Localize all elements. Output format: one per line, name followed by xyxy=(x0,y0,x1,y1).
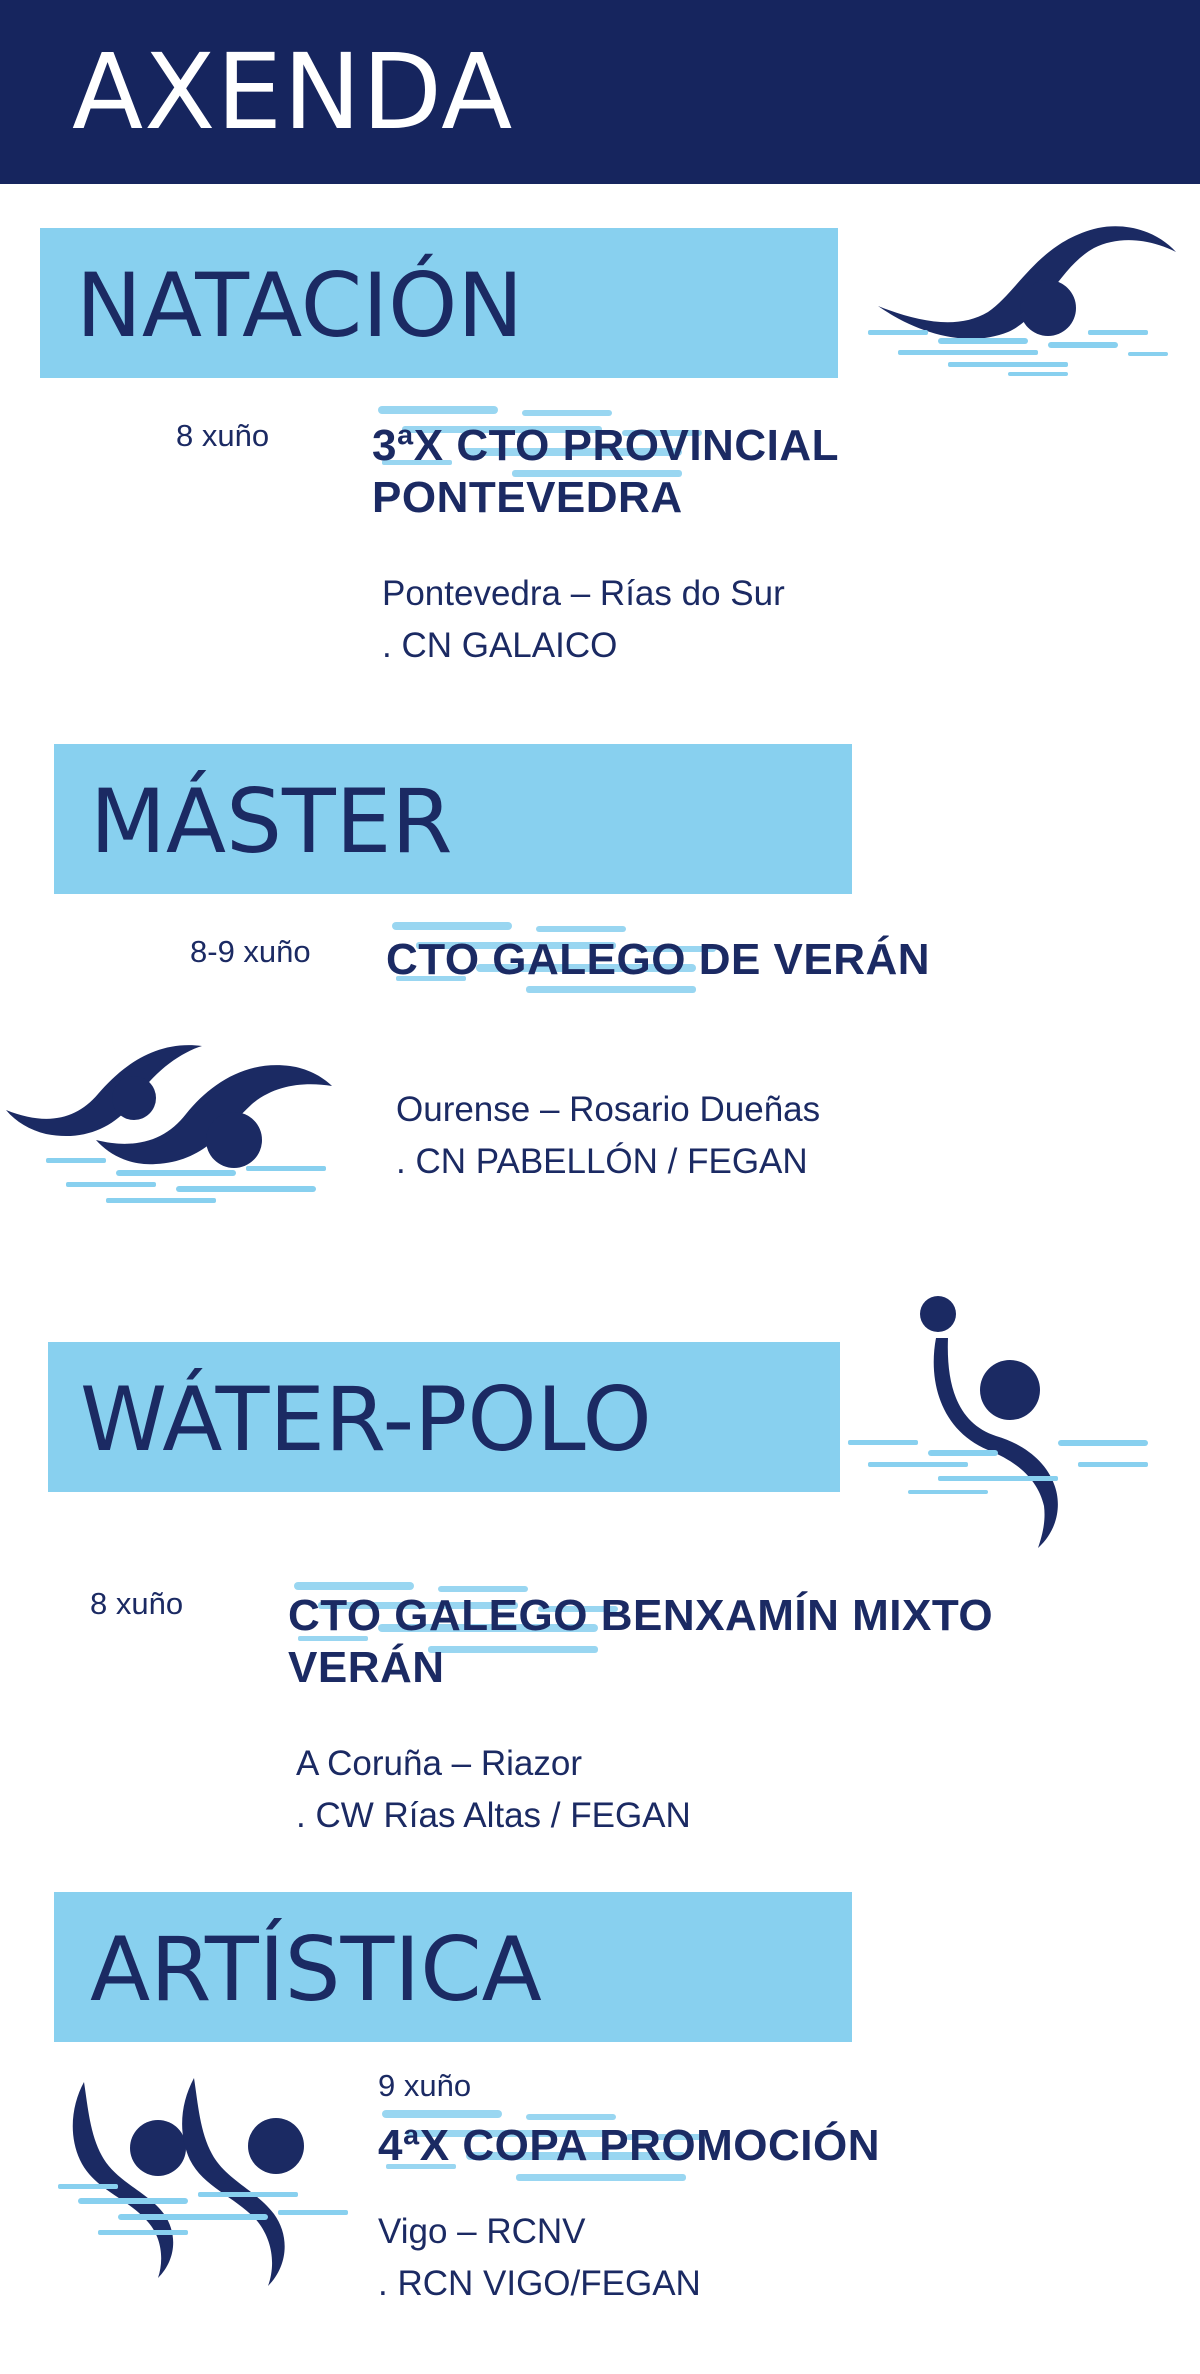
event-venue: Pontevedra – Rías do Sur . CN GALAICO xyxy=(382,568,785,672)
event-title: CTO GALEGO BENXAMÍN MIXTO VERÁN xyxy=(288,1590,993,1694)
event-venue: Ourense – Rosario Dueñas . CN PABELLÓN /… xyxy=(396,1084,820,1188)
event-title: 4ªX COPA PROMOCIÓN xyxy=(378,2120,880,2172)
section-band-artistica: ARTÍSTICA xyxy=(54,1892,852,2042)
event-venue-line: Pontevedra – Rías do Sur xyxy=(382,574,785,613)
section-band-master: MÁSTER xyxy=(54,744,852,894)
water-polo-player-icon xyxy=(848,1296,1148,1548)
section-title-water-polo: WÁTER-POLO xyxy=(80,1368,652,1471)
title-splash-decoration xyxy=(382,2110,706,2181)
section-title-artistica: ARTÍSTICA xyxy=(90,1918,542,2021)
two-swimmers-icon xyxy=(6,1045,332,1203)
event-venue-line: . CW Rías Altas / FEGAN xyxy=(296,1796,691,1835)
event-venue-line: . CN PABELLÓN / FEGAN xyxy=(396,1142,808,1181)
event-title-line: PONTEVEDRA xyxy=(372,473,683,522)
event-title-line: 4ªX COPA PROMOCIÓN xyxy=(378,2121,881,2170)
page-title: AXENDA xyxy=(72,31,514,153)
event-date: 8 xuño xyxy=(176,418,270,453)
section-band-natacion: NATACIÓN xyxy=(40,228,838,378)
synchronized-swimmers-icon xyxy=(58,2078,348,2286)
event-date: 8 xuño xyxy=(90,1586,184,1621)
swimmer-icon xyxy=(868,226,1176,376)
event-venue-line: . RCN VIGO/FEGAN xyxy=(378,2264,701,2303)
title-splash-decoration xyxy=(294,1582,618,1653)
event-venue-line: Vigo – RCNV xyxy=(378,2212,586,2251)
section-title-master: MÁSTER xyxy=(90,770,453,873)
event-venue-line: A Coruña – Riazor xyxy=(296,1744,582,1783)
event-title-line: VERÁN xyxy=(288,1643,445,1692)
event-title-line: CTO GALEGO BENXAMÍN MIXTO xyxy=(288,1591,994,1640)
event-venue: A Coruña – Riazor . CW Rías Altas / FEGA… xyxy=(296,1738,691,1842)
event-venue-line: Ourense – Rosario Dueñas xyxy=(396,1090,821,1129)
event-title-line: 3ªX CTO PROVINCIAL xyxy=(372,421,839,470)
section-title-natacion: NATACIÓN xyxy=(76,254,524,357)
event-title: CTO GALEGO DE VERÁN xyxy=(386,934,930,986)
event-venue-line: . CN GALAICO xyxy=(382,626,618,665)
title-splash-decoration xyxy=(392,922,716,993)
event-date: 8-9 xuño xyxy=(190,934,311,969)
event-title: 3ªX CTO PROVINCIAL PONTEVEDRA xyxy=(372,420,839,524)
title-splash-decoration xyxy=(378,406,702,477)
event-date: 9 xuño xyxy=(378,2068,472,2103)
section-band-water-polo: WÁTER-POLO xyxy=(48,1342,840,1492)
header-banner: AXENDA xyxy=(0,0,1200,184)
event-title-line: CTO GALEGO DE VERÁN xyxy=(386,935,931,984)
event-venue: Vigo – RCNV . RCN VIGO/FEGAN xyxy=(378,2206,701,2310)
